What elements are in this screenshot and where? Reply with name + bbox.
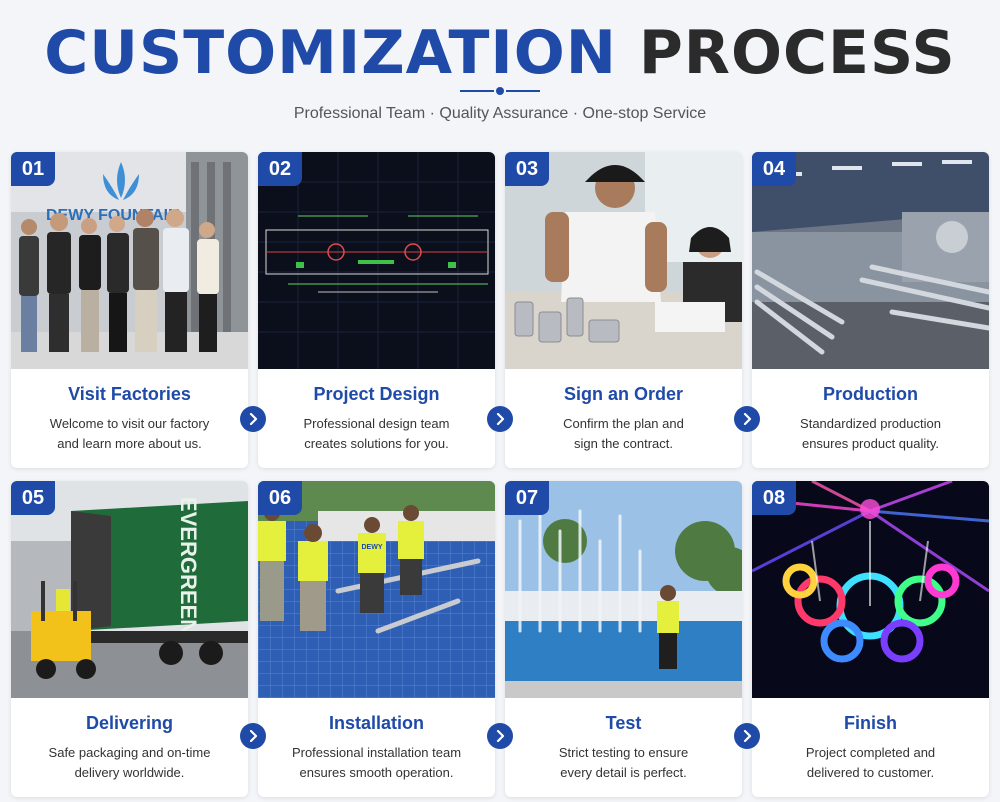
photo-production bbox=[752, 152, 989, 369]
photo-visit-factories: DEWY FOUNTAIN bbox=[11, 152, 248, 369]
step-description: Professional design team creates solutio… bbox=[268, 414, 485, 454]
step-number: 02 bbox=[258, 152, 302, 186]
step-description-line: every detail is perfect. bbox=[560, 765, 687, 780]
step-description: Professional installation team ensures s… bbox=[268, 743, 485, 783]
vest-text: DEWY bbox=[362, 544, 383, 551]
step-description-line: Standardized production bbox=[800, 416, 941, 431]
step-title: Installation bbox=[328, 713, 424, 733]
step-description-line: and learn more about us. bbox=[57, 436, 202, 451]
step-number: 07 bbox=[505, 481, 549, 515]
step-description: Welcome to visit our factory and learn m… bbox=[21, 414, 238, 454]
photo-test bbox=[505, 481, 742, 698]
page-title: CUSTOMIZATION PROCESS bbox=[0, 18, 1000, 88]
step-description-line: delivered to customer. bbox=[806, 765, 935, 780]
step-card-installation: DEWY 06 Installation Professional instal… bbox=[258, 481, 495, 797]
step-number: 06 bbox=[258, 481, 302, 515]
step-description-line: ensures smooth operation. bbox=[299, 765, 454, 780]
step-number: 01 bbox=[11, 152, 55, 186]
step-description: Safe packaging and on-time delivery worl… bbox=[21, 743, 238, 783]
step-card-sign-an-order: 03 Sign an Order Confirm the plan and si… bbox=[505, 152, 742, 468]
step-description-line: Strict testing to ensure bbox=[558, 745, 689, 760]
step-description-line: creates solutions for you. bbox=[304, 436, 449, 451]
step-description-line: Confirm the plan and bbox=[563, 416, 684, 431]
step-description-line: Professional installation team bbox=[291, 745, 462, 760]
chevron-right-icon bbox=[734, 723, 760, 749]
step-number: 04 bbox=[752, 152, 796, 186]
step-description-line: Welcome to visit our factory bbox=[49, 416, 210, 431]
photo-installation: DEWY bbox=[258, 481, 495, 698]
step-card-delivering: EVERGREEN 05 Delivering Safe packaging a… bbox=[11, 481, 248, 797]
step-description: Project completed and delivered to custo… bbox=[762, 743, 979, 783]
step-description-line: Safe packaging and on-time bbox=[48, 745, 211, 760]
title-part-customization: CUSTOMIZATION bbox=[44, 18, 617, 88]
step-description: Standardized production ensures product … bbox=[762, 414, 979, 454]
step-title: Visit Factories bbox=[68, 384, 191, 404]
step-title: Delivering bbox=[85, 713, 174, 733]
chevron-right-icon bbox=[487, 723, 513, 749]
step-description-line: delivery worldwide. bbox=[74, 765, 185, 780]
step-description-line: Project completed and bbox=[805, 745, 936, 760]
chevron-right-icon bbox=[240, 406, 266, 432]
step-card-visit-factories: DEWY FOUNTAIN 01 Visit Factories Welcome… bbox=[11, 152, 248, 468]
chevron-right-icon bbox=[240, 723, 266, 749]
photo-delivering: EVERGREEN bbox=[11, 481, 248, 698]
photo-finish bbox=[752, 481, 989, 698]
step-card-production: 04 Production Standardized production en… bbox=[752, 152, 989, 468]
step-title: Project Design bbox=[313, 384, 440, 404]
title-part-process: PROCESS bbox=[638, 18, 956, 88]
step-description-line: Professional design team bbox=[303, 416, 450, 431]
step-number: 05 bbox=[11, 481, 55, 515]
chevron-right-icon bbox=[734, 406, 760, 432]
step-title: Finish bbox=[844, 713, 897, 733]
step-title: Test bbox=[605, 713, 642, 733]
step-card-project-design: 02 Project Design Professional design te… bbox=[258, 152, 495, 468]
photo-project-design bbox=[258, 152, 495, 369]
title-divider bbox=[460, 86, 540, 96]
step-description: Strict testing to ensure every detail is… bbox=[515, 743, 732, 783]
step-number: 03 bbox=[505, 152, 549, 186]
photo-sign-an-order bbox=[505, 152, 742, 369]
step-description-line: sign the contract. bbox=[574, 436, 673, 451]
step-number: 08 bbox=[752, 481, 796, 515]
step-card-test: 07 Test Strict testing to ensure every d… bbox=[505, 481, 742, 797]
step-description-line: ensures product quality. bbox=[801, 436, 940, 451]
step-description: Confirm the plan and sign the contract. bbox=[515, 414, 732, 454]
step-card-finish: 08 Finish Project completed and delivere… bbox=[752, 481, 989, 797]
page-subtitle: Professional Team · Quality Assurance · … bbox=[293, 105, 707, 122]
container-text: EVERGREEN bbox=[176, 497, 201, 635]
chevron-right-icon bbox=[487, 406, 513, 432]
step-title: Sign an Order bbox=[563, 384, 684, 404]
step-title: Production bbox=[823, 384, 918, 404]
